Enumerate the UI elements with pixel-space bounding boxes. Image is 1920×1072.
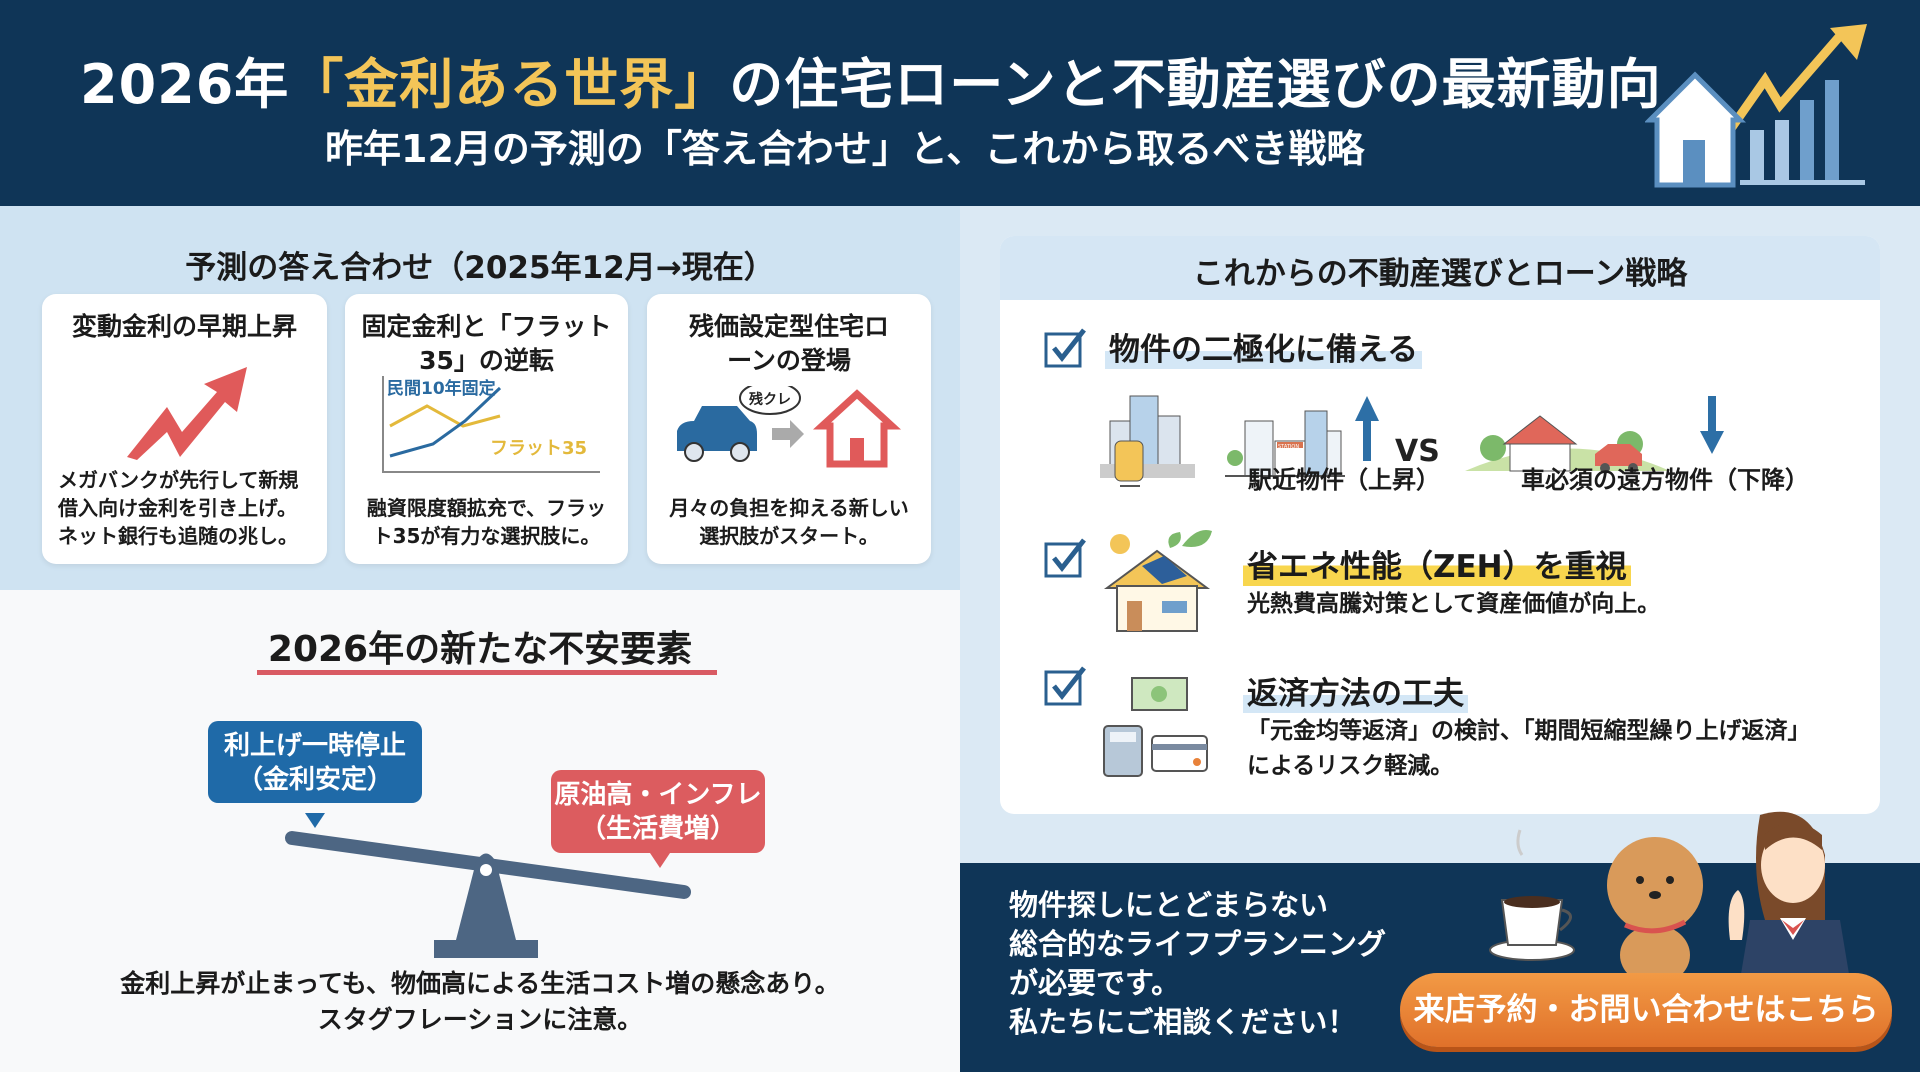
review-card-flat35: 固定金利と「フラット35」の逆転 民間10年固定 フラット35 融資限度額拡充で… bbox=[345, 294, 628, 564]
item-title-repayment: 返済方法の工夫 bbox=[1243, 668, 1468, 713]
station-sign-text: STATION bbox=[1278, 444, 1299, 450]
title-prefix: 2026年 bbox=[80, 53, 290, 116]
card-text: メガバンクが先行して新規借入向け金利を引き上げ。ネット銀行も追随の兆し。 bbox=[58, 468, 299, 548]
series-label-flat35: フラット35 bbox=[490, 438, 587, 459]
page-title: 2026年「金利ある世界」の住宅ローンと不動産選びの最新動向 bbox=[80, 40, 1662, 119]
card-title: 固定金利と「フラット35」の逆転 bbox=[361, 312, 612, 375]
risk-text-line: スタグフレーションに注意。 bbox=[317, 1005, 643, 1034]
suburban-house-car-icon bbox=[1465, 415, 1670, 473]
item-title-polarization: 物件の二極化に備える bbox=[1105, 324, 1423, 369]
series-label-private-10y: 民間10年固定 bbox=[387, 378, 496, 399]
item-title-zeh: 省エネ性能（ZEH）を重視 bbox=[1243, 541, 1631, 586]
cta-line: 総合的なライフプランニング bbox=[1009, 927, 1387, 961]
bubble-line: （生活費増） bbox=[579, 814, 736, 844]
checkbox-checked-icon bbox=[1044, 328, 1086, 368]
inflation-bubble: 原油高・インフレ （生活費増） bbox=[551, 770, 765, 853]
card-title: 変動金利の早期上昇 bbox=[71, 312, 297, 341]
review-card-variable-rate: 変動金利の早期上昇 メガバンクが先行して新規借入向け金利を引き上げ。ネット銀行も… bbox=[42, 294, 327, 564]
item-text-zeh: 光熱費高騰対策として資産価値が向上。 bbox=[1247, 591, 1661, 617]
cta-message: 物件探しにとどまらない 総合的なライフプランニング が必要です。 私たちにご相談… bbox=[1009, 886, 1386, 1042]
item-text-line: 「元金均等返済」の検討、「期間短縮型繰り上げ返済」 bbox=[1247, 718, 1811, 744]
card-text: 月々の負担を抑える新しい選択肢がスタート。 bbox=[669, 496, 909, 548]
car-to-house-icon: 残クレ bbox=[677, 386, 902, 468]
up-arrow-icon bbox=[1355, 396, 1379, 461]
staff-dog-coffee-illustration bbox=[1489, 811, 1850, 980]
card-title: 残価設定型住宅ローンの登場 bbox=[688, 312, 889, 375]
title-suffix: の住宅ローンと不動産選びの最新動向 bbox=[729, 53, 1662, 116]
property-comparison-illustration: STATION VS bbox=[1100, 395, 1724, 487]
residual-bubble-text: 残クレ bbox=[749, 391, 791, 408]
item-text-line: によるリスク軽減。 bbox=[1247, 753, 1454, 779]
cta-line: 私たちにご相談ください！ bbox=[1009, 1005, 1357, 1039]
remote-property-label: 車必須の遠方物件（下降） bbox=[1521, 466, 1809, 494]
item-text-repayment: 「元金均等返済」の検討、「期間短縮型繰り上げ返済」 によるリスク軽減。 bbox=[1247, 714, 1811, 784]
bubble-line: （金利安定） bbox=[236, 765, 393, 795]
review-section: 予測の答え合わせ（2025年12月→現在） 変動金利の早期上昇 メガバンクが先行… bbox=[0, 206, 960, 590]
line-chart-icon: 民間10年固定 フラット35 bbox=[382, 376, 600, 473]
risk-title-underline bbox=[257, 670, 717, 675]
solar-house-icon bbox=[1103, 530, 1212, 632]
rising-arrow-icon bbox=[127, 367, 247, 460]
seesaw-icon bbox=[285, 813, 691, 958]
cta-line: 物件探しにとどまらない bbox=[1009, 888, 1329, 922]
rate-pause-bubble: 利上げ一時停止 （金利安定） bbox=[208, 721, 422, 803]
house-rising-chart-icon bbox=[1645, 24, 1867, 188]
station-buildings-icon: STATION bbox=[1225, 410, 1345, 477]
header: 2026年「金利ある世界」の住宅ローンと不動産選びの最新動向 昨年12月の予測の… bbox=[0, 0, 1920, 206]
risk-section: 2026年の新たな不安要素 利上げ一時停止 （金利安定） 原油高・インフレ （生… bbox=[0, 590, 960, 1072]
strategy-header bbox=[1000, 236, 1880, 300]
coffee-cup-icon bbox=[1489, 829, 1575, 961]
title-highlight: 「金利ある世界」 bbox=[289, 53, 730, 116]
staff-woman-icon bbox=[1728, 811, 1850, 980]
checkbox-checked-icon bbox=[1044, 666, 1086, 706]
risk-title: 2026年の新たな不安要素 bbox=[267, 629, 693, 670]
strategy-title: これからの不動産選びとローン戦略 bbox=[1192, 256, 1688, 292]
risk-text-line: 金利上昇が止まっても、物価高による生活コスト増の懸念あり。 bbox=[120, 969, 840, 998]
station-property-label: 駅近物件（上昇） bbox=[1248, 466, 1440, 494]
review-title: 予測の答え合わせ（2025年12月→現在） bbox=[185, 250, 775, 286]
cta-line: が必要です。 bbox=[1009, 966, 1181, 1000]
reservation-contact-button[interactable]: 来店予約・お問い合わせはこちら bbox=[1400, 973, 1892, 1047]
risk-text: 金利上昇が止まっても、物価高による生活コスト増の懸念あり。 スタグフレーションに… bbox=[0, 966, 960, 1038]
bubble-line: 原油高・インフレ bbox=[554, 780, 762, 810]
payment-methods-icon bbox=[1103, 677, 1208, 777]
page-subtitle: 昨年12月の予測の「答え合わせ」と、これから取るべき戦略 bbox=[325, 127, 1365, 171]
down-arrow-icon bbox=[1700, 396, 1724, 454]
card-text: 融資限度額拡充で、フラット35が有力な選択肢に。 bbox=[366, 496, 607, 548]
review-card-residual-value-loan: 残価設定型住宅ローンの登場 残クレ 月々の負担を抑える新しい選択肢がスタート。 bbox=[647, 294, 931, 564]
vs-label: VS bbox=[1395, 434, 1440, 469]
city-station-icon bbox=[1100, 395, 1195, 487]
checkbox-checked-icon bbox=[1044, 538, 1086, 578]
bubble-line: 利上げ一時停止 bbox=[223, 731, 406, 761]
poodle-dog-icon bbox=[1607, 837, 1703, 980]
strategy-panel: これからの不動産選びとローン戦略 物件の二極化に備える STATION VS 駅… bbox=[1000, 236, 1880, 814]
